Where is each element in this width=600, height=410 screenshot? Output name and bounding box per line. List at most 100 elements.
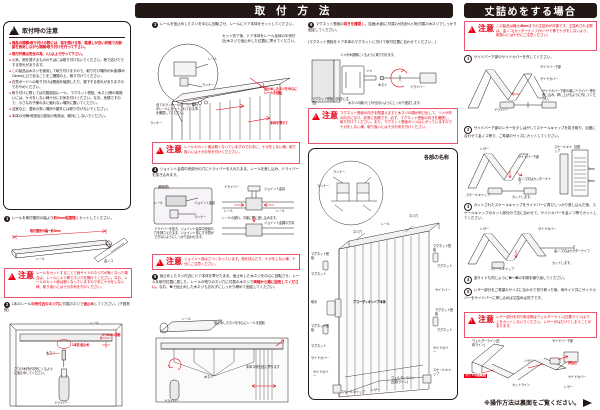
- step-2-text-c: してください。(下図参照): [4, 302, 130, 313]
- shorten-label-leather-3: レザー: [480, 227, 489, 231]
- parts-label-sidecover-3: サイドカバー: [433, 346, 448, 354]
- shorten-step-2-text-main: サイドバー下部のレザーを少しはがしてスケールキャップを抜き取り、目盛に合わせて金…: [464, 126, 596, 139]
- warning-triangle-icon: [312, 113, 320, 120]
- step-4-label-pull: ドライバーを抜き、ジョイント金具中央部の穴を押さえたまま、ジョイント部にすき間が…: [154, 227, 214, 239]
- shorten-label-cut-3: カットします。: [552, 261, 573, 265]
- step-6-figure: ツメが木部側にくるように取り付けます。 ツメ マグネット受板 【向きに注意】 木…: [308, 53, 458, 106]
- parts-diagram-box: 各部の名称: [308, 148, 458, 400]
- parts-label-runner-1: ランナー: [333, 170, 345, 174]
- shorten-label-cut-line: カットライン: [512, 383, 530, 387]
- step-6-subtext: (マグネット受板をドア本体のマグネットに付けて取付位置に合わせてください。): [308, 40, 436, 44]
- step-3-figure: レール ランナー 全てのランナーのローラー部分がレールにセットされている事を確認…: [150, 43, 300, 140]
- bullet-icon: ●: [9, 51, 11, 56]
- step-number-2: 2: [4, 302, 11, 309]
- step-number-1: 1: [4, 216, 11, 223]
- bullet-icon: ●: [9, 107, 11, 112]
- notice-item-text: 本体の分解・改造及び部品の改造は、絶対にしないでください。: [11, 113, 108, 118]
- shorten-label-scalecap-3: スケールキャップ: [490, 267, 514, 271]
- shorten-step-number-2: 2: [464, 126, 473, 135]
- parts-label-welder-line: ウェルダーライン(圧着ライン): [391, 376, 415, 384]
- step-1-label-width: 取付箇所の幅ー約5mm: [30, 229, 61, 233]
- step-2-label-note: さりげ木材が中央にくるように仮止めしてください。: [14, 367, 53, 375]
- parts-label-scalecap-2: スケールキャップ: [341, 390, 365, 394]
- warning-triangle-icon: [468, 26, 476, 33]
- bullet-icon: ●: [9, 57, 11, 62]
- parts-diagram-title: 各部の名称: [423, 155, 449, 161]
- step-5-text-main: 仮止めしたネジ付近にドア本体を寄せたまま、仮止めした木ネジを中心に回転させ、レー…: [152, 274, 300, 285]
- header-install-method: 取 付 方 法: [135, 3, 453, 18]
- caution-tag: 注意: [312, 111, 338, 141]
- step-4-label-hole-dir: 穴の方向: [282, 221, 294, 225]
- step-6-caution-box: 注意 マグネット受板の向きを間違えますと木ネジの頭が飛び出して、ツメが外の向きに…: [308, 108, 458, 144]
- step-4-label-rail-2: レール: [224, 209, 233, 213]
- caution-text-em: 45cm: [519, 24, 529, 28]
- parts-label-rail: レール: [381, 222, 390, 226]
- caution-text: レールのカット面は鋭くなっていますのでお手に、ケガをしない様、取り扱いにはナかお…: [184, 145, 296, 154]
- parts-label-door-body: アコーディオンドア本体: [353, 300, 386, 304]
- step-4-caution-box: 注意 ジョイント部はさつくなっています。指を挟んだり、ケガをしない様、十分にご注…: [152, 254, 300, 270]
- shorten-label-scissors: ハサミ: [524, 359, 533, 363]
- notice-item: ●火気、熱を発するもののそばには取り付けないでください。熱で溶けたりする恐れがあ…: [9, 58, 125, 68]
- step-3-label-check: 全てのランナーのローラー部分がレールにセットされている事を確認してください。: [156, 103, 198, 115]
- caution-label: 注意: [478, 315, 494, 324]
- step-3-label-runner-2: ランナー: [150, 121, 162, 125]
- shorten-label-leather-b: レザー: [564, 385, 573, 389]
- caution-text: この製品は最大45cmまでの丈詰めが可能です。丈詰めされる際は、金ノコ(カッター…: [496, 24, 593, 48]
- notice-item-text: 火気、熱を発するもののそばには取り付けないでください。熱で溶けたりする恐れがあり…: [11, 57, 124, 67]
- caution-text: ジョイント部はさつくなっています。指を挟んだり、ケガをしない様、十分にご注意くだ…: [184, 257, 296, 266]
- shorten-label-leather: レザー: [480, 147, 489, 151]
- step-4-label-joint-3: ジョイント金具: [264, 221, 285, 225]
- parts-label-magnet-plate-2: マグネット受板: [311, 252, 329, 260]
- parts-label-magnet-2: マグネット: [311, 272, 326, 276]
- step-number-5: 5: [152, 274, 159, 281]
- step-4-label-runner: ランナー: [194, 215, 206, 219]
- notice-item-text: 商品の開梱・取り付けの際には、窓を開ける等、風通しが良い状態でお部屋を換気しなが…: [11, 40, 122, 50]
- shorten-step-number-1: 1: [464, 55, 473, 64]
- step-4-label-insert: レールの差れ、平面に隙に差し込みます。: [222, 216, 279, 220]
- step-4-label-rail: レール: [154, 201, 163, 205]
- shorten-label-welder-line: ウェルダーライン(圧着ライン): [472, 339, 500, 347]
- parts-label-leather: レザー: [371, 388, 380, 392]
- notice-item: ●石膏ボードへの取り付けは壁面を破損したり、落下する恐れがありますのでおやめくだ…: [9, 80, 125, 90]
- shorten-label-saw-type: 金ノコ又はカッターナイフ: [518, 177, 551, 185]
- notice-item: ●本体の分解・改造及び部品の改造は、絶対にしないでください。: [9, 114, 125, 119]
- caution-text: マグネット受板の向きを間違えますと木ネジの頭が飛び出して、ツメが外の向きになり、…: [340, 111, 452, 129]
- shorten-top-caution-box: 注意 この製品は最大45cmまでの丈詰めが可能です。丈詰めされる際は、金ノコ(カ…: [464, 21, 597, 51]
- parts-label-handle: 取手: [311, 300, 317, 304]
- step-2-label-inner: 2〜3mm 内側: [102, 333, 121, 337]
- shorten-label-sidecover: サイドカバー: [540, 77, 558, 81]
- step-1-text-em: 約5mm程度短く: [53, 216, 80, 220]
- step-1-label-rail: レール: [36, 257, 45, 261]
- notice-item: ●取り付けに際しては付属部品(レール、マグネット受板、木ネジ)等の取扱いには、ケ…: [9, 91, 125, 105]
- shorten-label-sidebar-lower: サイドバー下部: [540, 65, 561, 69]
- parts-label-magnet-plate-4: マグネット受板: [311, 324, 329, 332]
- warning-triangle-icon: [156, 147, 164, 154]
- step-4-label-driver: ドライバー: [224, 185, 239, 189]
- shorten-step-3-text-main: カットされたスケールキャップをサイドバーに再びしっかり差し込んだ後、スケールキャ…: [464, 203, 597, 220]
- shorten-bottom-caution-box: 注意 レザー部分を切り取る際はウェルダーライン(圧着ライン)より上をカットしない…: [464, 312, 597, 338]
- notice-box: 取付時の注意 ●商品の開梱・取り付けの際には、窓を開ける等、風通しが良い状態でお…: [3, 21, 131, 210]
- shorten-label-sidecover-b: サイドカバー: [568, 375, 586, 379]
- header-shorten-case: 丈詰めをする場合: [464, 3, 597, 18]
- step-6-text-a: マグネット受板の: [315, 22, 344, 26]
- shorten-label-cut: カットします。: [512, 195, 533, 199]
- shorten-step-number-4: 4: [464, 276, 473, 285]
- step-3-label-move: 本体を寄せて: [270, 121, 288, 125]
- shorten-bottom-figure: ウェルダーライン(圧着ライン) サイドバー下部 ハサミ 押込む カット可能範囲 …: [464, 339, 598, 392]
- step-2-label-rail: レール: [90, 321, 99, 325]
- notice-item-text: 取り付けに際しては付属部品(レール、マグネット受板、木ネジ)等の取扱いには、ケガ…: [11, 91, 123, 105]
- caution-text: レールをカットすることで両サイドのネジ穴が無くなった場合は、レールにキリ等でネジ…: [36, 271, 128, 289]
- shorten-label-scale: 目盛: [574, 145, 580, 149]
- step-6-label-driver: ドライバー: [410, 85, 425, 89]
- step-1-text-b: カットしてください。: [79, 216, 114, 220]
- shorten-label-5mm-a: 5mm: [588, 167, 595, 171]
- step-number-3: 3: [152, 22, 159, 29]
- step-1-caution-box: 注意 レールをカットすることで両サイドのネジ穴が無くなった場合は、レールにキリ等…: [4, 268, 132, 298]
- notice-item: ●浴室など、湿気の多い場所や屋外には取り付けないでください。: [9, 107, 125, 112]
- footer-note: ※操作方法は裏面をご覧ください。: [484, 398, 592, 407]
- notice-item-text: この製品は木ネジを使用して取り付けますので、取り付け場所が木部(厚み10mm以上…: [11, 69, 125, 78]
